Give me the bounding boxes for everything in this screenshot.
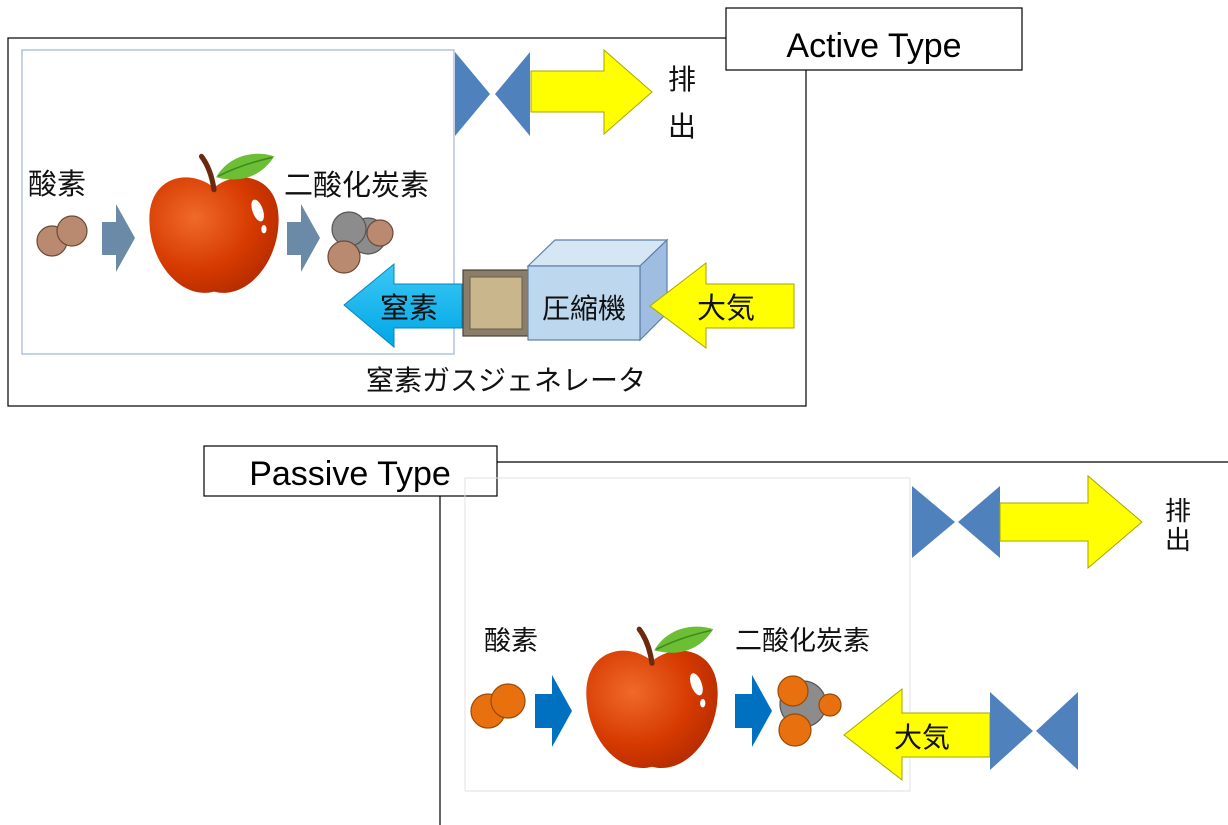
oxygen-label: 酸素	[484, 626, 538, 657]
filter-icon	[462, 269, 530, 337]
co2-label: 二酸化炭素	[735, 626, 870, 657]
air-arrow-icon	[649, 261, 795, 349]
apple-icon	[586, 627, 717, 768]
exhaust-label-char-2: 出	[668, 110, 696, 143]
exhaust-label-char-1: 排	[668, 63, 696, 96]
valve-icon	[455, 52, 530, 136]
passive-title-box	[203, 445, 498, 497]
nitrogen-arrow-icon	[343, 262, 463, 349]
air-label: 大気	[697, 291, 755, 325]
active-title: Active Type	[786, 27, 961, 65]
active-frame	[7, 37, 807, 407]
molecule-icon	[327, 211, 394, 274]
passive-type-panel: Passive Type 排 出 酸素 二酸化炭素 大気	[203, 445, 1228, 825]
molecule-icon	[777, 675, 842, 747]
arrow-icon	[735, 675, 772, 747]
arrow-icon	[535, 675, 572, 747]
exhaust-label-char-1: 排	[1165, 497, 1191, 527]
nitrogen-label: 窒素	[380, 291, 438, 325]
arrow-icon	[287, 204, 320, 272]
compressor-icon	[526, 238, 669, 342]
apple-icon	[149, 154, 278, 293]
valve-icon	[912, 486, 1000, 558]
active-title-box	[725, 7, 1023, 71]
exhaust-arrow-icon	[999, 474, 1143, 570]
compressor-label: 圧縮機	[542, 292, 626, 325]
molecule-icon	[470, 683, 526, 729]
exhaust-arrow-icon	[530, 48, 653, 136]
passive-title: Passive Type	[249, 455, 451, 493]
exhaust-label-char-2: 出	[1165, 526, 1191, 556]
co2-label: 二酸化炭素	[284, 168, 429, 202]
valve-icon	[990, 692, 1078, 770]
active-container	[21, 49, 455, 355]
arrow-icon	[102, 204, 135, 272]
active-type-panel: Active Type 排 出 酸素 二酸化炭素 窒素	[7, 7, 1023, 407]
oxygen-label: 酸素	[28, 167, 86, 201]
passive-container	[464, 477, 911, 792]
air-label: 大気	[894, 721, 950, 754]
generator-label: 窒素ガスジェネレータ	[366, 364, 646, 397]
molecule-icon	[36, 215, 88, 257]
